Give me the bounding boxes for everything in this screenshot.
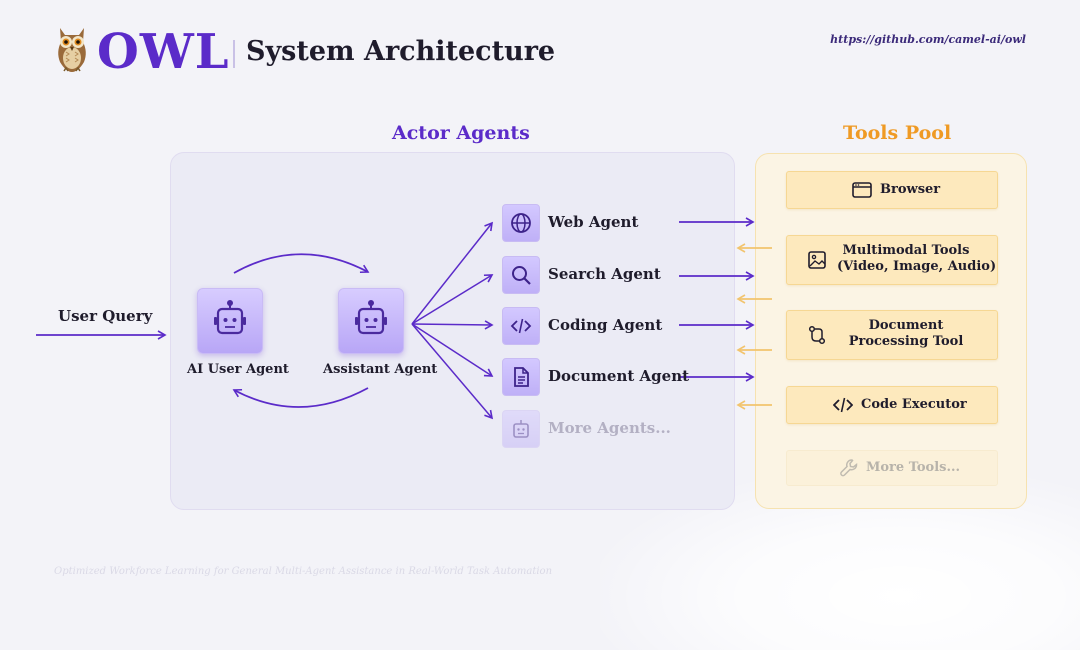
robot-icon [214,300,246,335]
tool-more-label: More Tools... [866,460,961,475]
assistant-agent-box [338,288,404,354]
tool-code-executor: Code Executor [786,386,998,424]
search-icon [502,256,540,294]
user-query-label: User Query [58,307,153,325]
tool-document-processing: Document Processing Tool [786,310,998,360]
robot-icon [355,300,387,335]
search-agent-label: Search Agent [548,265,661,283]
coding-agent-label: Coding Agent [548,316,663,334]
tool-document-label-1: Document [868,318,944,333]
document-icon [502,358,540,396]
tool-multimodal-label-1: Multimodal Tools [842,243,970,258]
ai-user-agent-label: AI User Agent [187,362,289,377]
header-divider [233,40,235,68]
wrench-icon [840,459,858,477]
web-agent-label: Web Agent [548,213,639,231]
connector-arrows [36,217,772,420]
ai-user-agent-box [197,288,263,354]
globe-icon [502,204,540,242]
robot-icon [502,410,540,448]
brand-name: OWL [97,24,230,80]
owl-icon [52,22,92,74]
image-icon [808,251,826,269]
document-agent-label: Document Agent [548,367,690,385]
page-title: System Architecture [246,36,556,67]
footer-caption: Optimized Workforce Learning for General… [54,566,553,577]
tools-pool-heading: Tools Pool [843,122,952,144]
code-icon [502,307,540,345]
git-branch-icon [808,325,826,345]
actor-agents-panel [170,152,735,510]
tool-document-label-2: Processing Tool [848,334,964,349]
repo-link[interactable]: https://github.com/camel-ai/owl [830,33,1026,46]
tool-browser-label: Browser [880,182,941,197]
actor-agents-heading: Actor Agents [392,122,530,144]
tool-browser: Browser [786,171,998,209]
browser-window-icon [852,182,872,198]
tool-multimodal: Multimodal Tools (Video, Image, Audio) [786,235,998,285]
more-agents-label: More Agents... [548,419,671,437]
code-icon [833,397,853,413]
tool-multimodal-label-2: (Video, Image, Audio) [837,259,997,274]
tool-more: More Tools... [786,450,998,486]
assistant-agent-label: Assistant Agent [323,362,438,377]
tool-code-executor-label: Code Executor [861,397,967,412]
